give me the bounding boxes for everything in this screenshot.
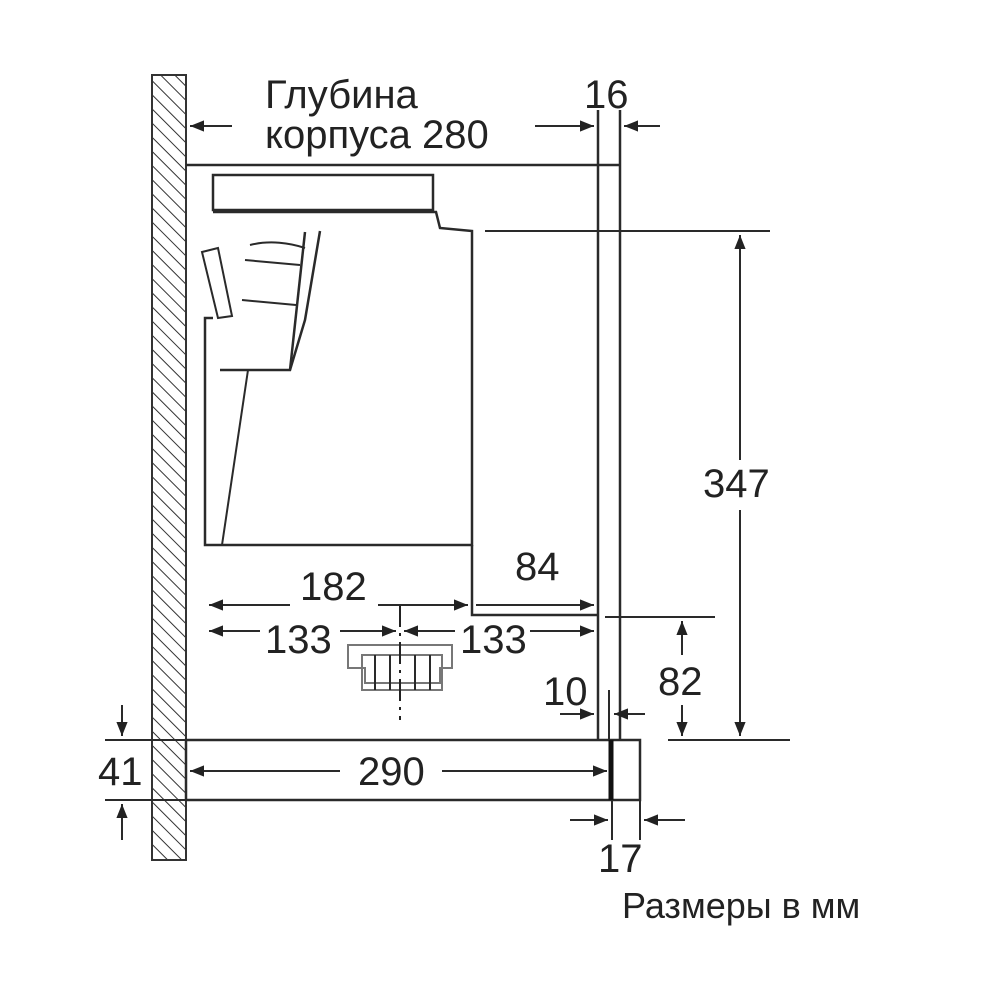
- dim-182: 182: [300, 565, 367, 609]
- dim-290: 290: [358, 750, 425, 794]
- cabinet-outline: [186, 110, 622, 740]
- depth-label-line2: корпуса 280: [265, 113, 489, 157]
- dim-17: 17: [598, 837, 643, 881]
- dimension-lines: [105, 120, 790, 840]
- wall-hatched: [151, 74, 187, 861]
- dim-347: 347: [703, 462, 770, 506]
- dim-82: 82: [658, 660, 703, 704]
- connector-icon: [347, 605, 453, 720]
- dim-133-right: 133: [460, 618, 527, 662]
- dim-84: 84: [515, 545, 560, 589]
- dim-16: 16: [584, 73, 629, 117]
- units-caption: Размеры в мм: [622, 885, 860, 926]
- hood-body: [200, 173, 598, 617]
- dim-41: 41: [98, 750, 143, 794]
- depth-label-line1: Глубина: [265, 73, 419, 117]
- dim-133-left: 133: [265, 618, 332, 662]
- dim-10: 10: [543, 670, 588, 714]
- bottom-panel: [184, 738, 642, 802]
